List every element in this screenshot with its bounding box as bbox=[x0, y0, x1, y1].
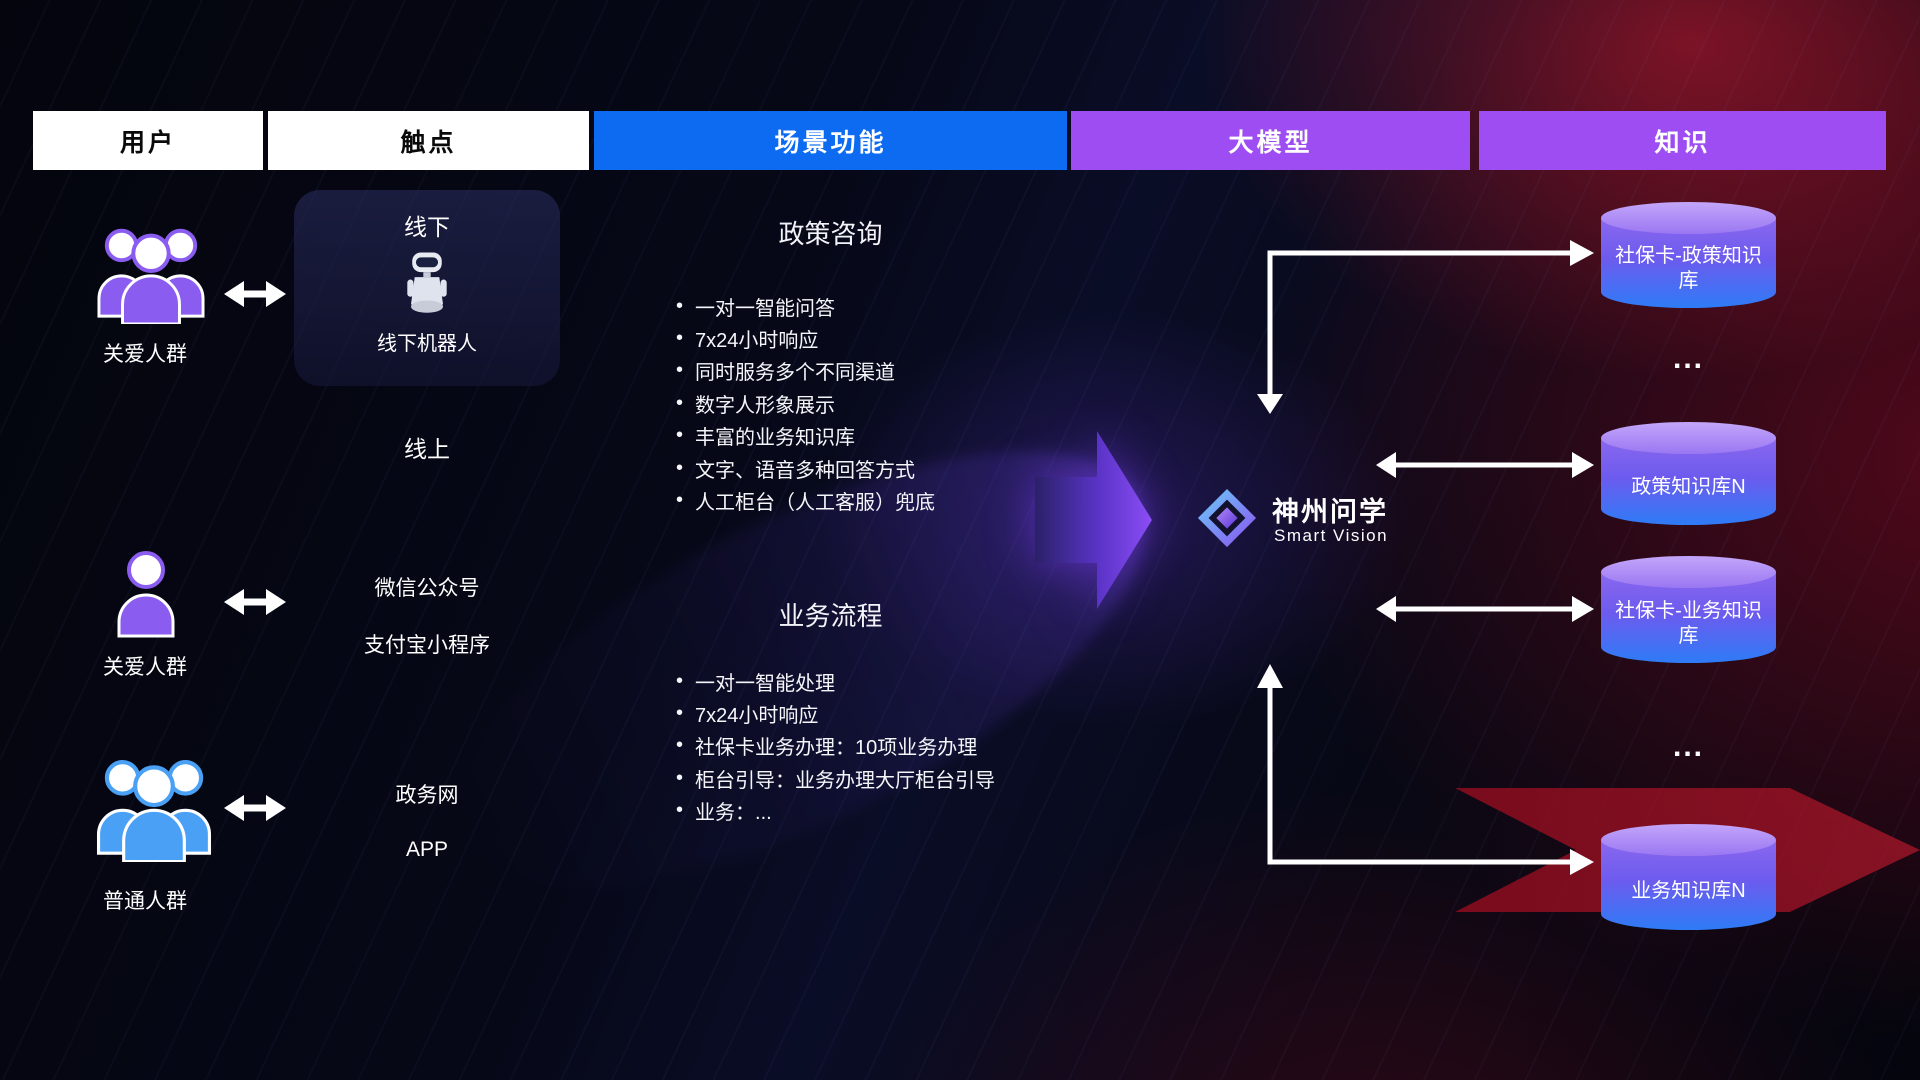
knowledge-db-label: 社保卡-政策知识库 bbox=[1615, 245, 1762, 292]
ellipsis: ... bbox=[1672, 342, 1704, 375]
header-model: 大模型 bbox=[1071, 111, 1470, 170]
model-name: 神州问学 bbox=[1272, 497, 1388, 527]
channel-alipay: 支付宝小程序 bbox=[364, 634, 490, 657]
knowledge-db-label: 社保卡-业务知识库 bbox=[1615, 599, 1762, 647]
feature-item: 7x24小时响应 bbox=[676, 697, 995, 729]
user-group-label: 普通人群 bbox=[103, 890, 187, 913]
knowledge-db-label: 业务知识库N bbox=[1631, 879, 1746, 902]
online-title: 线上 bbox=[404, 436, 450, 462]
model-logo-icon bbox=[1196, 487, 1258, 549]
offline-touchpoint-card: 线下 线下机器人 bbox=[294, 190, 560, 386]
robot-icon bbox=[402, 250, 452, 319]
user-group-label: 关爱人群 bbox=[103, 343, 187, 366]
header-touchpoints: 触点 bbox=[268, 111, 589, 170]
user-group-label: 关爱人群 bbox=[103, 656, 187, 679]
channel-app: APP bbox=[405, 838, 449, 861]
scenario-title-policy: 政策咨询 bbox=[778, 219, 883, 249]
policy-feature-list: 一对一智能问答 7x24小时响应 同时服务多个不同渠道 数字人形象展示 丰富的业… bbox=[676, 290, 935, 517]
feature-item: 人工柜台（人工客服）兜底 bbox=[676, 484, 935, 516]
scenario-title-business: 业务流程 bbox=[778, 601, 883, 631]
business-feature-list: 一对一智能处理 7x24小时响应 社保卡业务办理：10项业务办理 柜台引导：业务… bbox=[676, 665, 995, 827]
feature-item: 同时服务多个不同渠道 bbox=[676, 355, 935, 387]
channel-wechat: 微信公众号 bbox=[374, 577, 480, 600]
feature-item: 业务：... bbox=[676, 795, 995, 827]
feature-item: 数字人形象展示 bbox=[676, 387, 935, 419]
knowledge-db-label: 政策知识库N bbox=[1631, 476, 1746, 498]
cylinder-top bbox=[1601, 824, 1776, 856]
feature-item: 柜台引导：业务办理大厅柜台引导 bbox=[676, 762, 995, 794]
feature-item: 文字、语音多种回答方式 bbox=[676, 452, 935, 484]
knowledge-db-policy-n: 政策知识库N bbox=[1601, 422, 1776, 525]
cylinder-top bbox=[1601, 556, 1776, 588]
feature-item: 社保卡业务办理：10项业务办理 bbox=[676, 730, 995, 762]
offline-title: 线下 bbox=[404, 214, 450, 240]
cylinder-top bbox=[1601, 422, 1776, 454]
header-scenarios: 场景功能 bbox=[594, 111, 1067, 170]
feature-item: 7x24小时响应 bbox=[676, 322, 935, 354]
offline-robot-label: 线下机器人 bbox=[377, 333, 477, 355]
cylinder-top bbox=[1601, 202, 1776, 234]
feature-item: 一对一智能处理 bbox=[676, 665, 995, 697]
people-group-icon bbox=[86, 216, 216, 326]
knowledge-db-policy-ssc: 社保卡-政策知识库 bbox=[1601, 202, 1776, 308]
channel-govnet: 政务网 bbox=[395, 784, 459, 807]
feature-item: 一对一智能问答 bbox=[676, 290, 935, 322]
person-icon bbox=[111, 548, 181, 640]
knowledge-db-business-ssc: 社保卡-业务知识库 bbox=[1601, 556, 1776, 663]
feature-item: 丰富的业务知识库 bbox=[676, 420, 935, 452]
knowledge-db-business-n: 业务知识库N bbox=[1601, 824, 1776, 930]
people-group-icon bbox=[86, 746, 222, 864]
model-subtitle: Smart Vision bbox=[1274, 526, 1389, 545]
ellipsis: ... bbox=[1672, 730, 1704, 763]
header-users: 用户 bbox=[33, 111, 263, 170]
header-knowledge: 知识 bbox=[1479, 111, 1886, 170]
